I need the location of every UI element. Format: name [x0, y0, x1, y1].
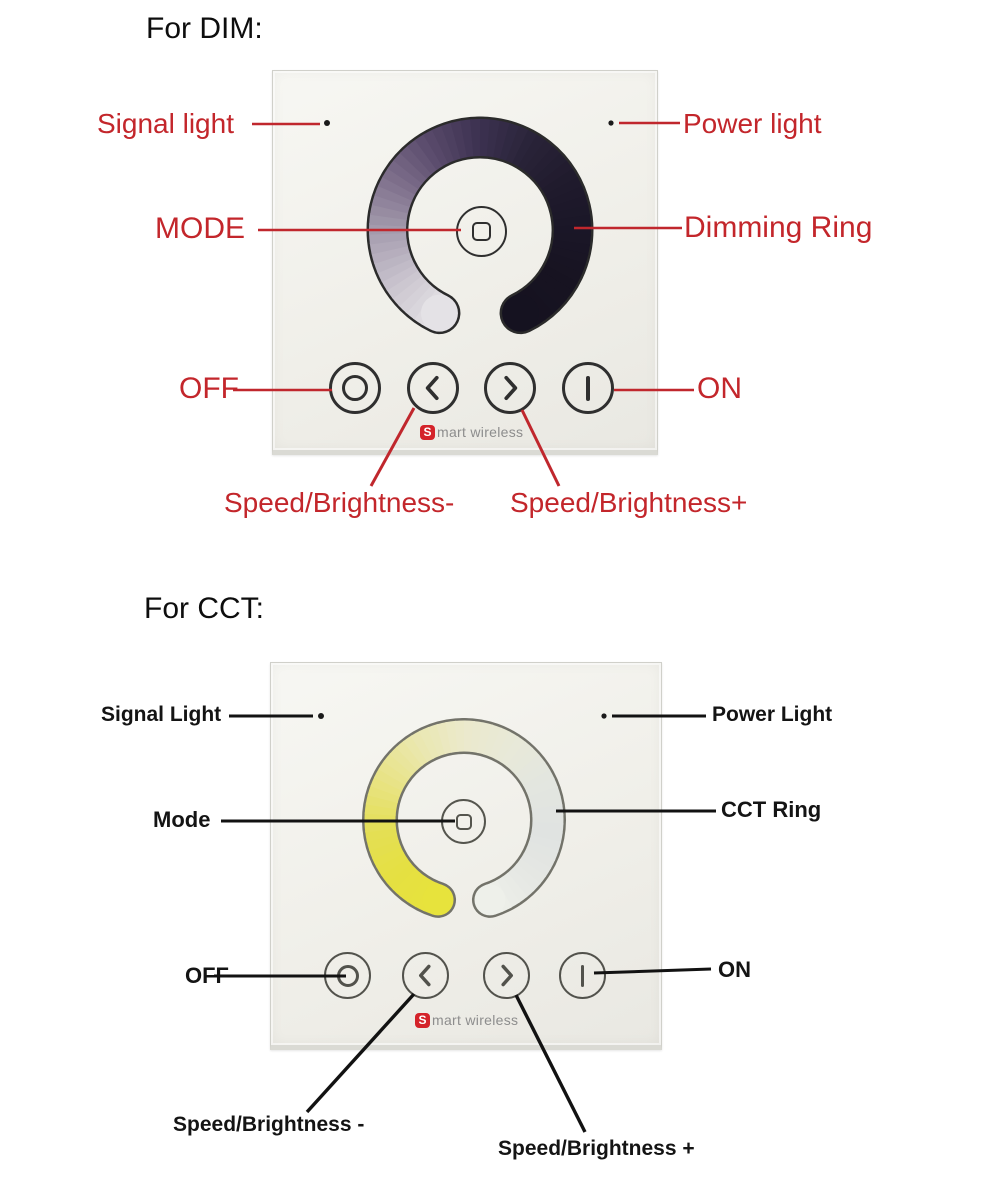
cct-on-label: ON: [718, 957, 751, 982]
rounded-square-icon: [472, 222, 491, 241]
cct-off-button: [324, 952, 371, 999]
dim-on-label: ON: [697, 372, 742, 405]
dim-power-light-label: Power light: [683, 108, 822, 139]
chevron-right-icon: [504, 375, 518, 401]
chevron-left-icon: [425, 375, 439, 401]
dim-mode-label: MODE: [155, 212, 245, 245]
power-on-icon: [586, 375, 590, 401]
cct-speed-minus-button: [402, 952, 449, 999]
logo-s-badge: S: [415, 1012, 430, 1028]
logo-text: mart wireless: [432, 1012, 519, 1028]
chevron-right-icon: [501, 964, 513, 987]
cct-speed-plus-label: Speed/Brightness +: [498, 1137, 695, 1160]
power-on-icon: [580, 964, 585, 987]
cct-on-button: [559, 952, 606, 999]
dimming-ring: [366, 116, 594, 335]
dim-speed-minus-label: Speed/Brightness-: [224, 487, 455, 518]
smart-wireless-logo: S mart wireless: [415, 1012, 518, 1028]
dim-mode-button: [456, 206, 507, 257]
dim-on-button: [562, 362, 614, 414]
cct-signal-light-label: Signal Light: [101, 703, 222, 726]
dim-signal-light-label: Signal light: [97, 108, 234, 139]
cct-off-label: OFF: [185, 963, 229, 988]
dim-off-button: [329, 362, 381, 414]
cct-power-light-label: Power Light: [712, 703, 833, 726]
cct-mode-button: [441, 799, 486, 844]
smart-wireless-logo: S mart wireless: [420, 424, 523, 440]
cct-ring-label: CCT Ring: [721, 797, 822, 822]
cct-speed-minus-label: Speed/Brightness -: [173, 1113, 365, 1136]
dim-ring-label: Dimming Ring: [684, 211, 873, 244]
dim-heading: For DIM:: [146, 12, 263, 45]
cct-heading: For CCT:: [144, 592, 264, 625]
dim-speed-plus-label: Speed/Brightness+: [510, 487, 748, 518]
cct-speed-plus-button: [483, 952, 530, 999]
logo-s-badge: S: [420, 424, 435, 440]
power-off-icon: [336, 964, 359, 987]
dim-off-label: OFF: [179, 372, 239, 405]
chevron-left-icon: [419, 964, 431, 987]
cct-mode-label: Mode: [153, 807, 211, 832]
dim-speed-plus-button: [484, 362, 536, 414]
rounded-square-icon: [455, 813, 472, 830]
cct-ring: [362, 718, 566, 918]
dim-speed-minus-button: [407, 362, 459, 414]
power-off-icon: [342, 375, 368, 401]
logo-text: mart wireless: [437, 424, 524, 440]
